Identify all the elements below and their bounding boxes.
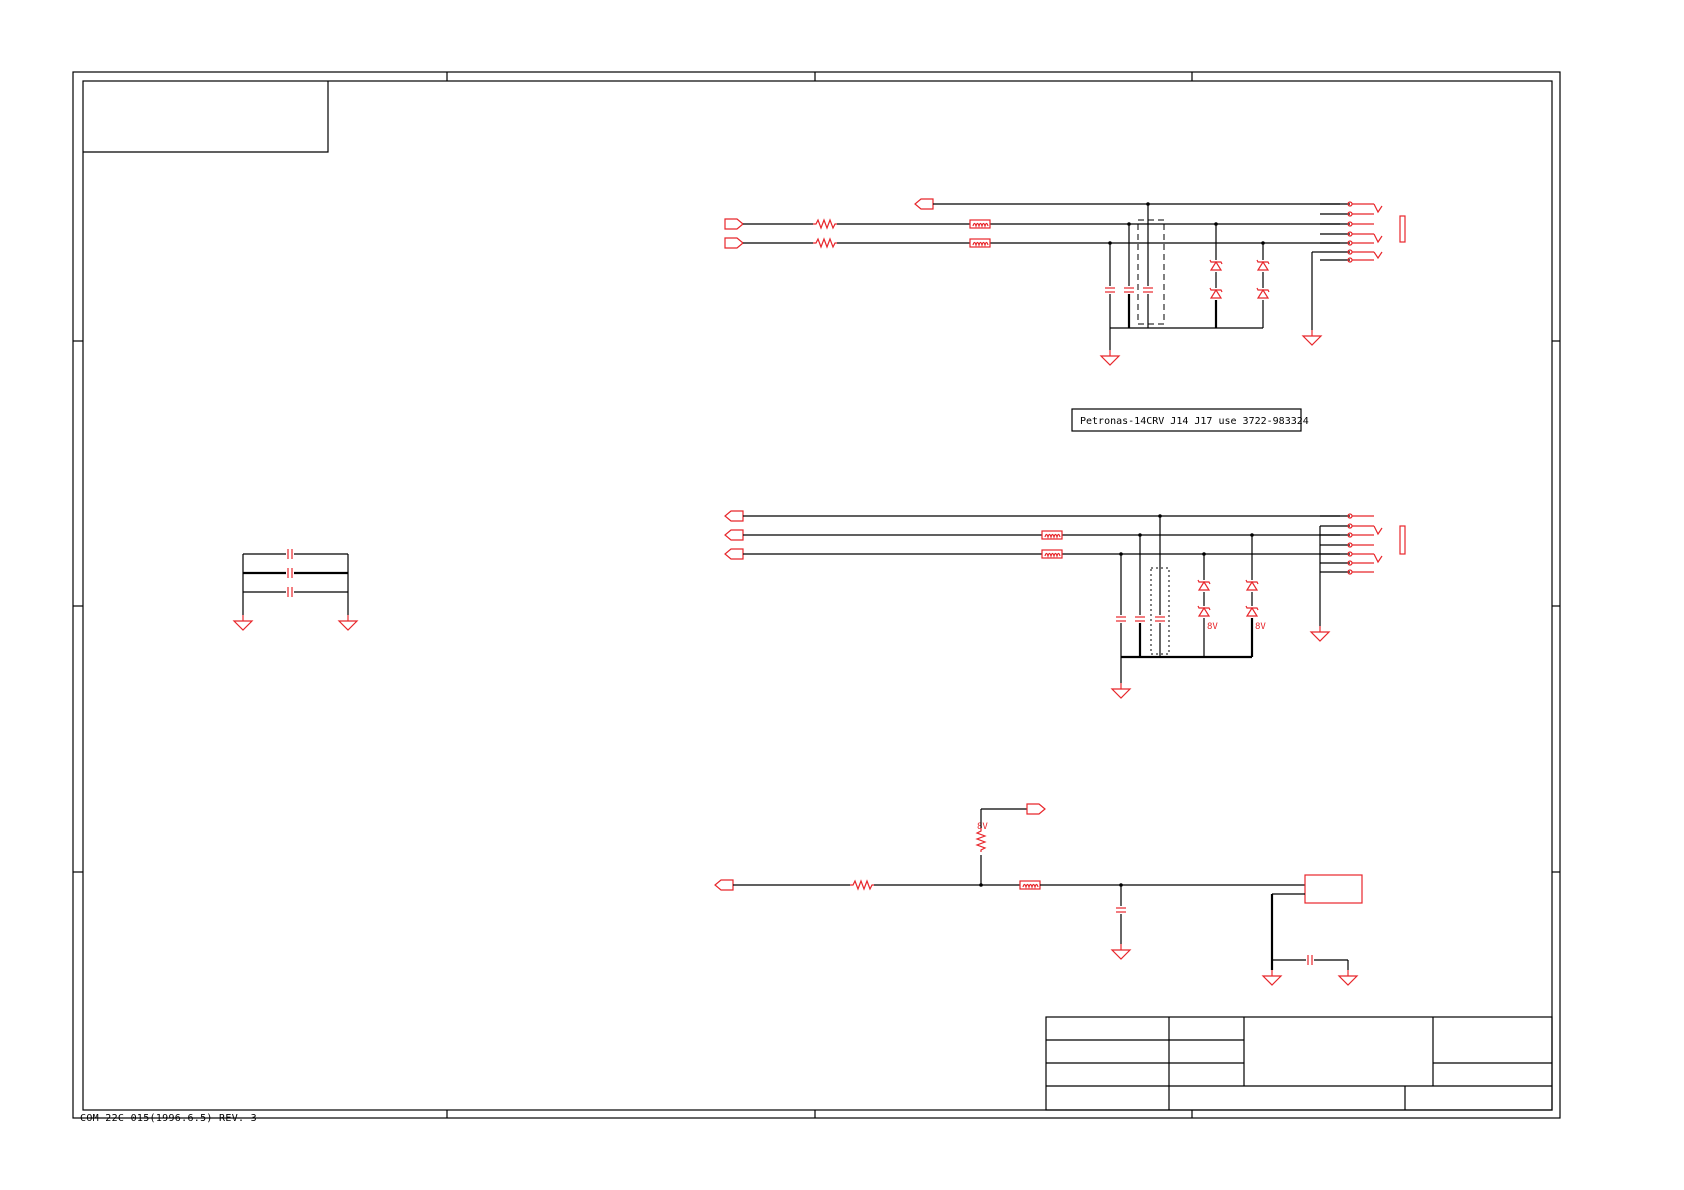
ground-symbol	[1310, 625, 1330, 642]
jack-connector	[1399, 215, 1406, 243]
port-8v	[1026, 803, 1046, 815]
signal-circuit-3: 8V	[714, 803, 1363, 986]
zener-diode	[1197, 579, 1211, 591]
capacitor	[287, 548, 293, 560]
port-in-3	[714, 879, 734, 891]
jack-circuit-1	[724, 198, 1406, 366]
ferrite-bead	[969, 219, 991, 229]
ferrite-bead	[1019, 880, 1041, 890]
zener-diode	[1245, 579, 1259, 591]
ferrite-bead	[969, 238, 991, 248]
jack-circuit-2: 8V 8V	[724, 510, 1406, 699]
ground-symbol	[1338, 969, 1358, 986]
ground-symbol	[1111, 943, 1131, 960]
ferrite-bead	[1041, 530, 1063, 540]
ferrite-bead	[1041, 549, 1063, 559]
resistor	[849, 880, 875, 890]
ground-symbol	[1262, 969, 1282, 986]
zener-diode	[1256, 259, 1270, 271]
ic-module	[1304, 874, 1363, 904]
capacitor	[287, 567, 293, 579]
drawing-code: COM-22C-015(1996.6.5) REV. 3	[80, 1113, 257, 1124]
ground-symbol	[1111, 682, 1131, 699]
zener-voltage-label: 8V	[1207, 622, 1218, 632]
capacitor	[1115, 616, 1127, 622]
title-block	[1045, 1016, 1553, 1111]
ground-symbol	[1100, 349, 1120, 366]
zener-diode	[1197, 605, 1211, 617]
capacitor	[1123, 287, 1135, 293]
zener-voltage-label: 8V	[1255, 622, 1266, 632]
zener-diode	[1209, 259, 1223, 271]
capacitor	[1115, 907, 1127, 913]
capacitor	[1134, 616, 1146, 622]
capacitor	[287, 586, 293, 598]
capacitor	[1307, 954, 1313, 966]
port-in-1b	[724, 218, 744, 230]
port-in-1a	[914, 198, 934, 210]
jack-connector	[1399, 525, 1406, 555]
port-in-2a	[724, 510, 744, 522]
zener-diode	[1256, 287, 1270, 299]
zener-diode	[1245, 605, 1259, 617]
ground-symbol	[1302, 329, 1322, 346]
resistor	[812, 219, 838, 229]
decoupling-caps	[233, 548, 358, 631]
capacitor	[1104, 287, 1116, 293]
supply-voltage-label: 8V	[977, 822, 988, 832]
capacitor	[1142, 287, 1154, 293]
port-in-2b	[724, 529, 744, 541]
port-in-2c	[724, 548, 744, 560]
ground-symbol	[233, 614, 253, 631]
zener-diode	[1209, 287, 1223, 299]
note-box: Petronas-14CRV J14 J17 use 3722-983324	[1071, 408, 1309, 432]
ground-symbol	[338, 614, 358, 631]
drawing-frame	[72, 71, 1561, 1119]
port-in-1c	[724, 237, 744, 249]
resistor	[812, 238, 838, 248]
capacitor	[1154, 616, 1166, 622]
note-text: Petronas-14CRV J14 J17 use 3722-983324	[1080, 416, 1309, 427]
